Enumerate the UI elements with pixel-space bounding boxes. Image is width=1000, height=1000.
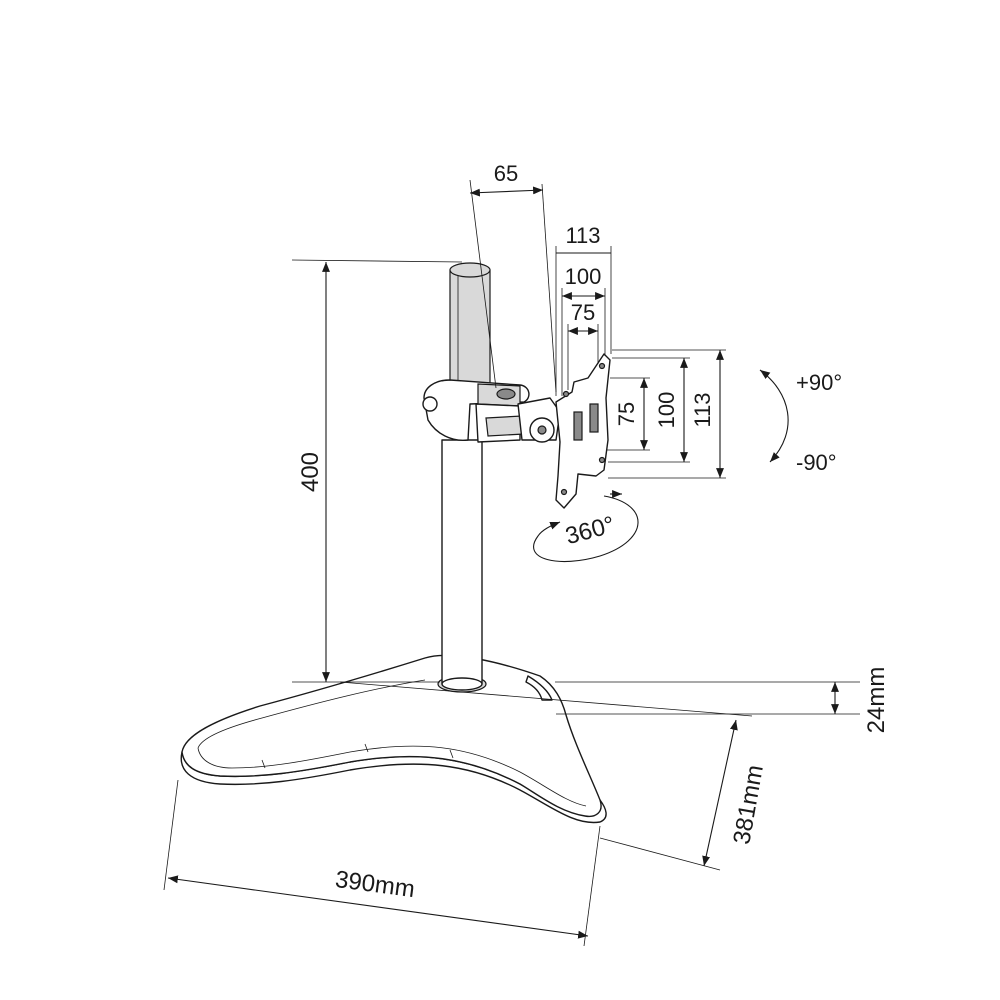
tilt-down-label: -90° xyxy=(796,450,837,475)
vesa-plate xyxy=(555,353,611,509)
dimension-label-381mm: 381mm xyxy=(728,763,768,847)
dimension-label-100-top: 100 xyxy=(565,264,602,289)
pole xyxy=(437,262,491,693)
dimension-label-65: 65 xyxy=(494,161,518,186)
dimension-label-113-side: 113 xyxy=(690,392,715,427)
dimension-label-100-side: 100 xyxy=(654,392,679,429)
dimension-label-400: 400 xyxy=(297,452,324,492)
dimension-arm-offset: 65 xyxy=(469,161,557,393)
dimension-vesa-top: 113 100 75 xyxy=(555,223,612,396)
swivel-label: 360° xyxy=(563,511,618,550)
base xyxy=(180,654,607,824)
dimension-vesa-side: 75 100 113 xyxy=(606,349,726,479)
dimension-label-390mm: 390mm xyxy=(334,866,417,903)
tilt-indicator: +90° -90° xyxy=(759,369,842,475)
dimension-base-width: 390mm xyxy=(163,779,601,947)
dimension-pole-height: 400 xyxy=(291,259,463,683)
dimension-label-75-side: 75 xyxy=(614,402,639,426)
dimension-label-75-top: 75 xyxy=(571,300,595,325)
tilt-up-label: +90° xyxy=(796,370,842,395)
dimension-label-113-top: 113 xyxy=(565,223,600,248)
dimension-label-24mm: 24mm xyxy=(863,667,890,734)
clamp-arm xyxy=(422,379,561,443)
swivel-indicator: 360° xyxy=(533,490,639,562)
dimension-base-thickness: 24mm xyxy=(555,667,890,734)
